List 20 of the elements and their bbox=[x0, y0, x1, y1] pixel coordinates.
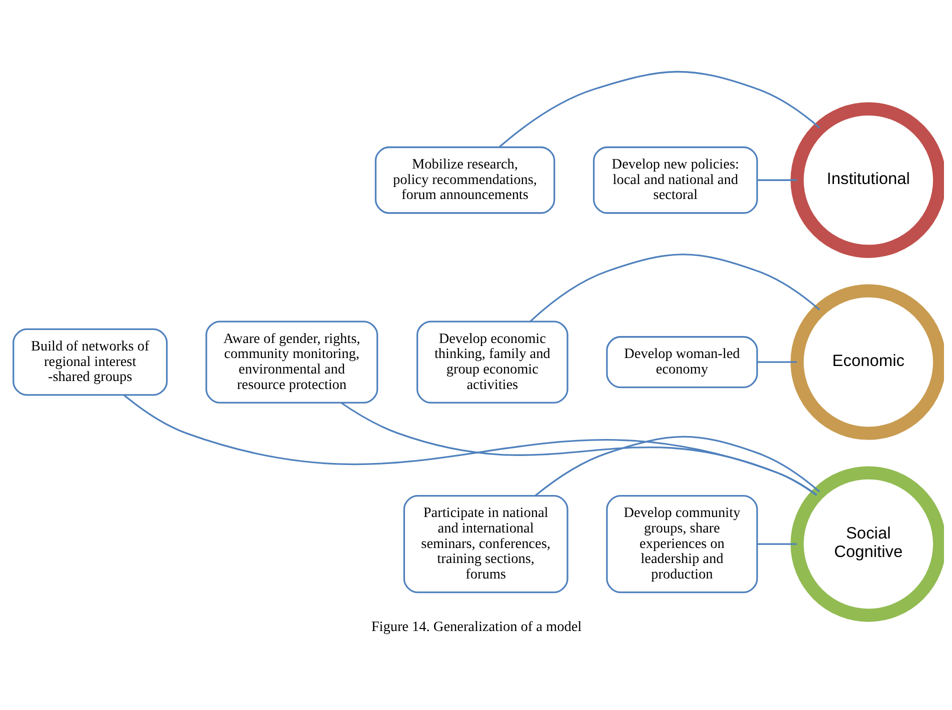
node-box: Participate in national and international seminars, conferences, training sections, forums bbox=[402, 494, 568, 593]
node-box: Aware of gender, rights, community monitoring, environmental and resource protection bbox=[204, 320, 378, 403]
node-circle: Social Cognitive bbox=[790, 466, 944, 622]
caption: Figure 14. Generalization of a model bbox=[370, 618, 582, 635]
connector bbox=[122, 394, 817, 496]
connector bbox=[756, 360, 796, 362]
node-box: Develop economic thinking, family and group economic activities bbox=[416, 320, 568, 403]
connector bbox=[756, 542, 796, 544]
connector bbox=[756, 178, 796, 180]
node-box: Develop community groups, share experiences on leadership and production bbox=[606, 494, 758, 593]
connector bbox=[534, 435, 820, 496]
node-circle: Economic bbox=[790, 284, 944, 440]
node-circle: Institutional bbox=[790, 102, 944, 258]
node-box: Build of networks of regional interest -shared groups bbox=[12, 328, 168, 396]
connector bbox=[340, 402, 816, 496]
connector bbox=[529, 253, 820, 322]
connector bbox=[498, 70, 820, 147]
node-box: Mobilize research, policy recommendations, forum announcements bbox=[374, 146, 555, 214]
node-box: Develop woman-led economy bbox=[606, 336, 758, 388]
node-box: Develop new policies: local and national and sectoral bbox=[592, 146, 758, 214]
